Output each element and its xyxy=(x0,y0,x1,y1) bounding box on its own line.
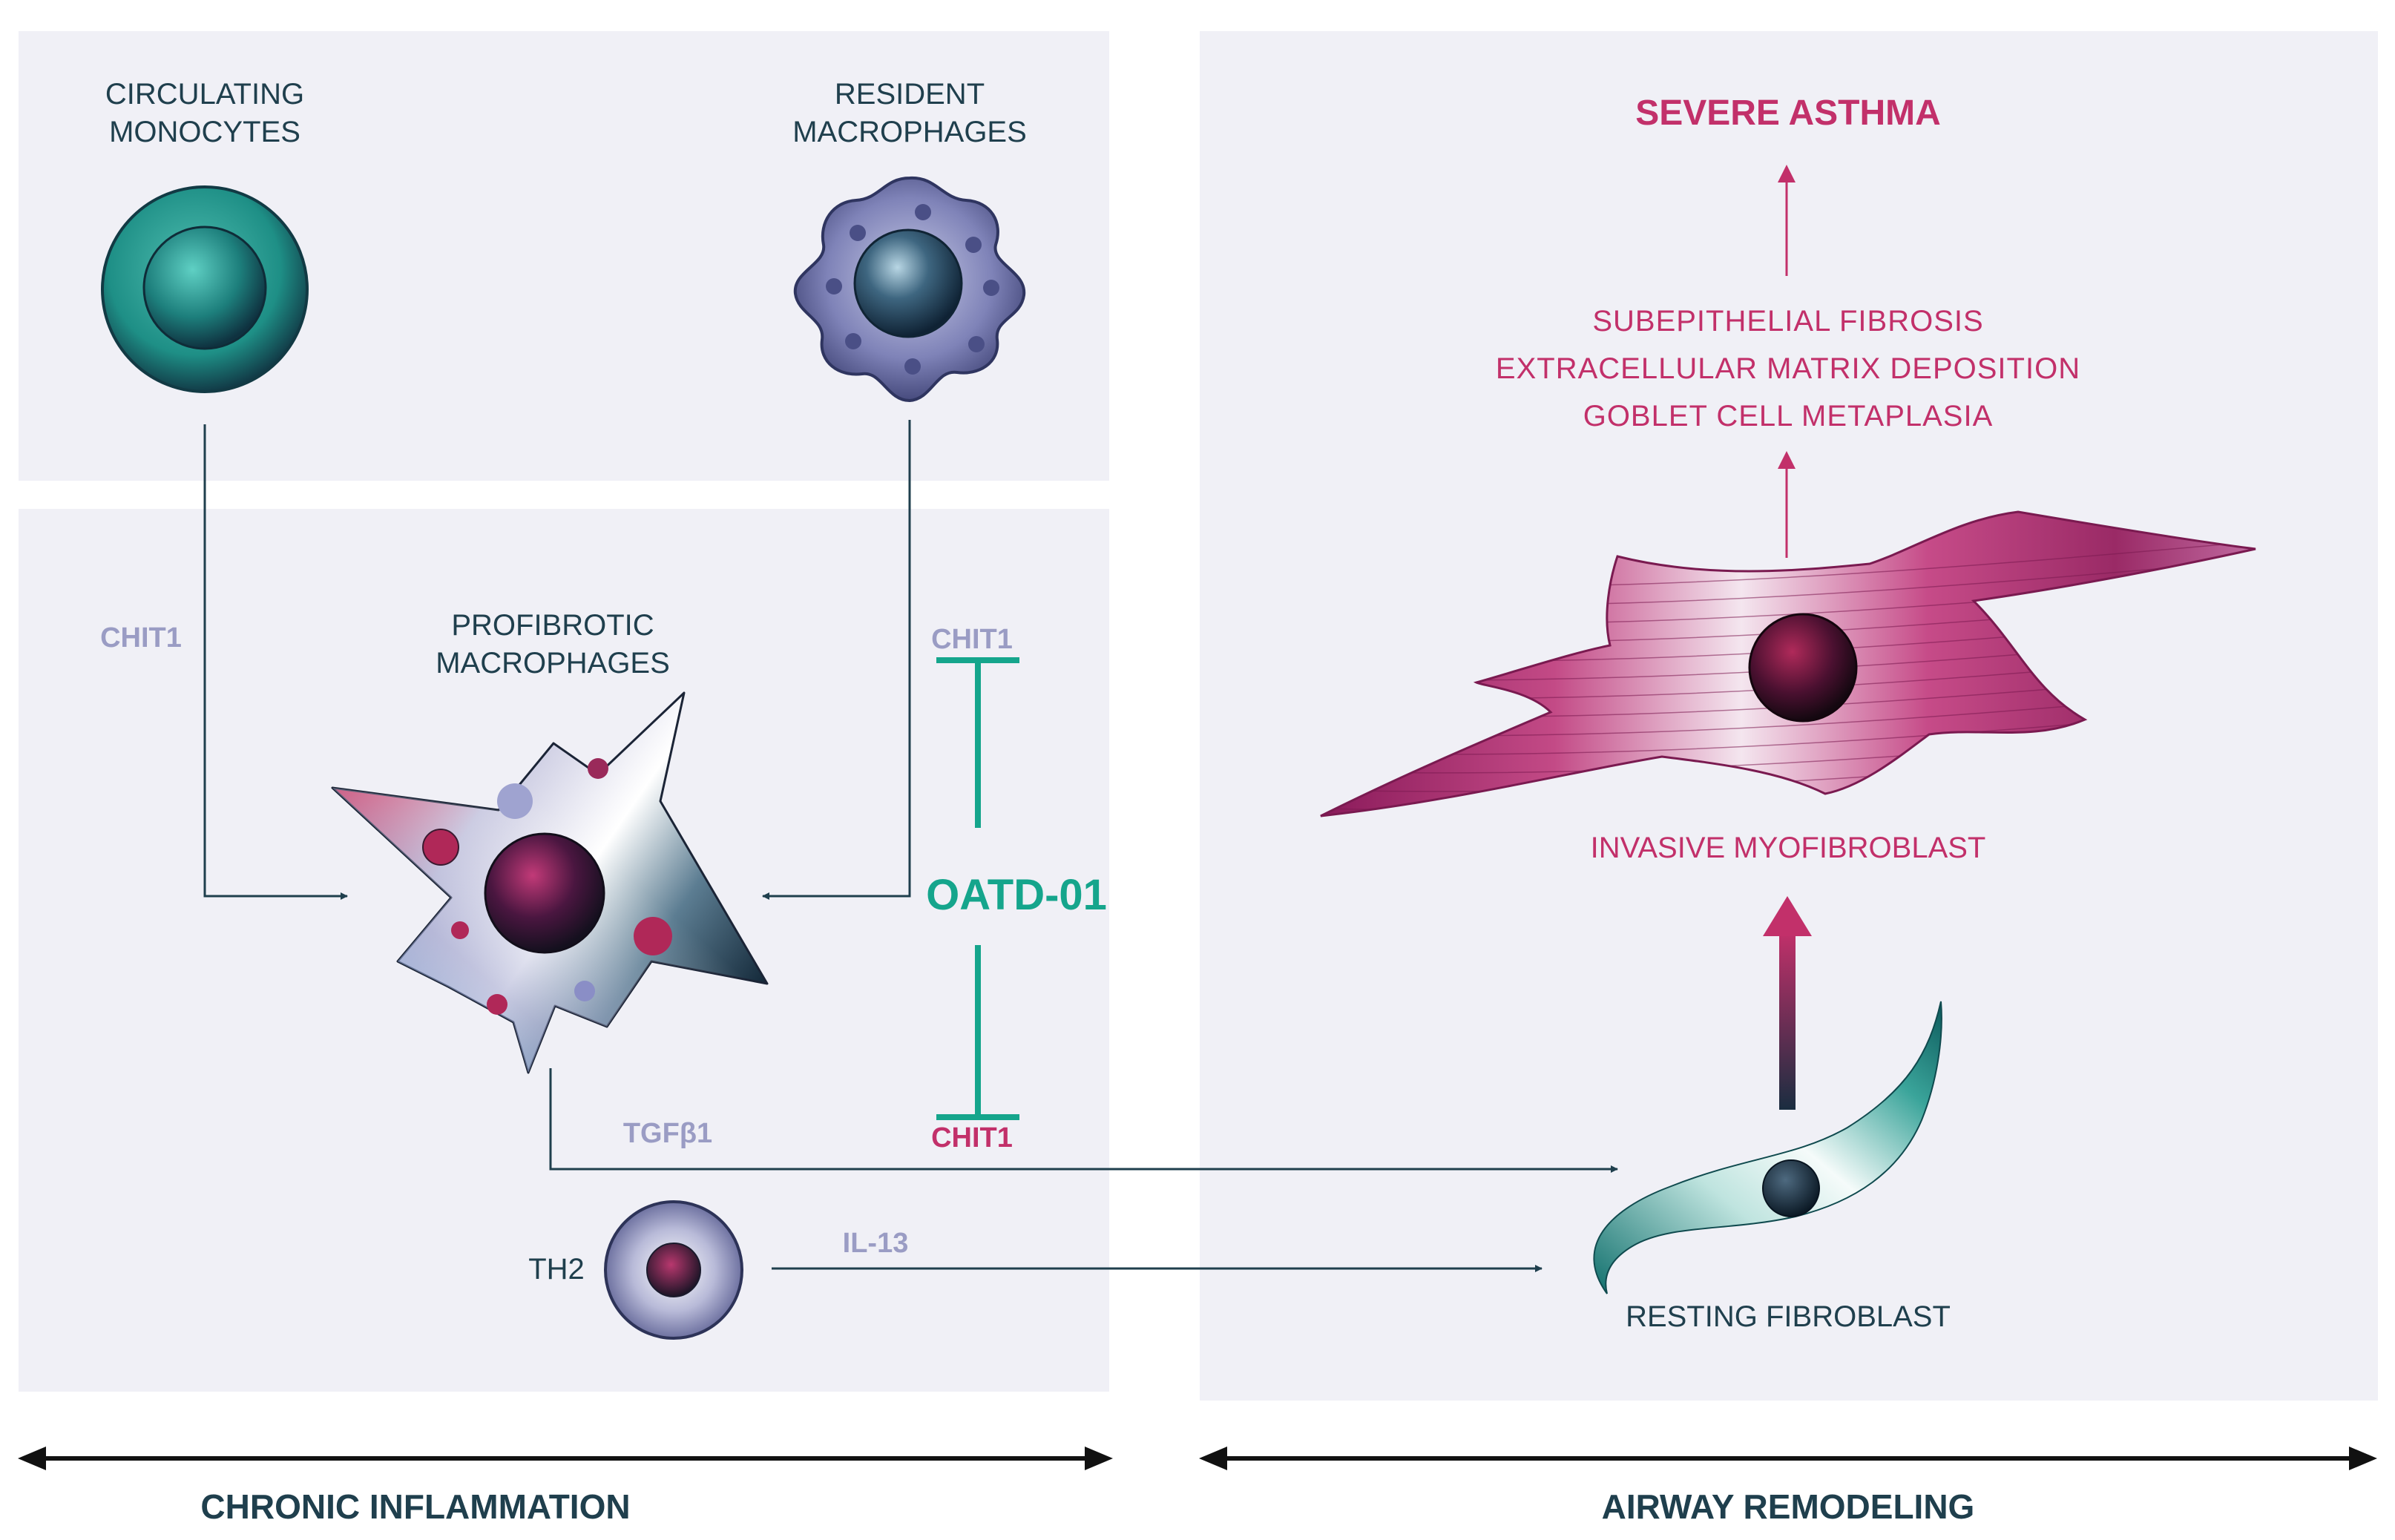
invasive-myofibroblast-cell xyxy=(1320,510,2256,817)
profibrotic-macrophage-cell xyxy=(331,691,769,1074)
airway-remodeling-axis xyxy=(1199,1447,2377,1470)
phase-chronic-inflammation: CHRONIC INFLAMMATION xyxy=(200,1487,631,1526)
invasive-myofibroblast-label: INVASIVE MYOFIBROBLAST xyxy=(1590,832,1986,864)
oatd-inhibition-bottom xyxy=(936,945,1019,1120)
connector-tgfb1-to-fibroblast xyxy=(549,1068,1618,1173)
chit1-bottom-label: CHIT1 xyxy=(931,1122,1013,1154)
circulating-monocyte-cell xyxy=(101,185,309,393)
il13-label: IL-13 xyxy=(842,1228,909,1259)
chit1-left-label: CHIT1 xyxy=(100,622,182,654)
chronic-inflammation-axis xyxy=(18,1447,1113,1470)
resident-macrophages-label: RESIDENT MACROPHAGES xyxy=(792,78,1027,149)
connector-monocyte-to-profibrotic xyxy=(203,424,348,900)
outcome-ecm-deposition: EXTRACELLULAR MATRIX DEPOSITION xyxy=(1495,352,2081,385)
resting-fibroblast-cell xyxy=(1593,1001,1942,1294)
outcome-subepithelial-fibrosis: SUBEPITHELIAL FIBROSIS xyxy=(1592,305,1984,338)
phase-airway-remodeling: AIRWAY REMODELING xyxy=(1601,1487,1975,1526)
resting-fibroblast-label: RESTING FIBROBLAST xyxy=(1626,1300,1951,1333)
severe-asthma-title: SEVERE ASTHMA xyxy=(1635,93,1941,133)
oatd-01-label: OATD-01 xyxy=(926,871,1107,919)
tgfb1-label: TGFβ1 xyxy=(622,1118,713,1149)
oatd-inhibition-top xyxy=(936,657,1019,828)
outcome-goblet-metaplasia: GOBLET CELL METAPLASIA xyxy=(1583,400,1994,432)
arrow-to-severe-asthma xyxy=(1778,165,1796,276)
chit1-top-label: CHIT1 xyxy=(931,624,1013,655)
resident-macrophage-cell xyxy=(793,176,1026,403)
connector-resident-to-profibrotic xyxy=(762,420,911,900)
arrow-fibroblast-to-myofibroblast xyxy=(1763,896,1812,1110)
circulating-monocytes-label: CIRCULATING MONOCYTES xyxy=(105,78,305,149)
profibrotic-macrophages-label: PROFIBROTIC MACROPHAGES xyxy=(436,609,670,680)
th2-cell xyxy=(604,1200,743,1340)
th2-label: TH2 xyxy=(528,1253,585,1286)
arrow-to-outcomes xyxy=(1778,451,1796,558)
